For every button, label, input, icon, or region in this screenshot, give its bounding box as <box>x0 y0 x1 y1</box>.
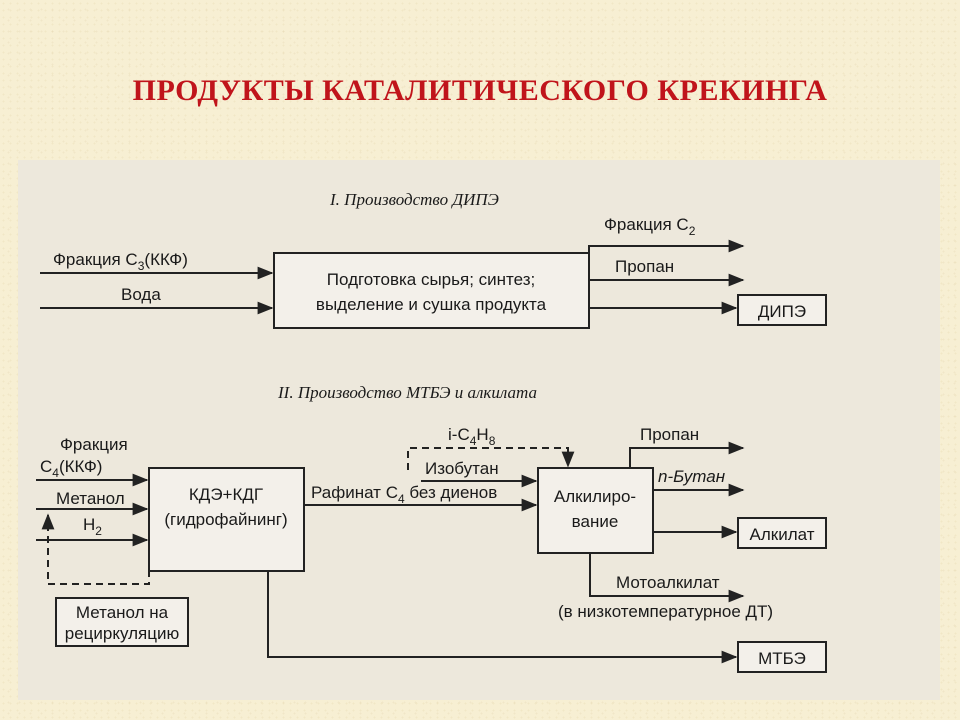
methanol-recycle-box <box>55 597 189 647</box>
alkylation-line1: Алкилиро- <box>554 487 636 506</box>
propane-label-1: Пропан <box>615 257 674 276</box>
n-butane-label: n-Бутан <box>658 467 726 486</box>
c4-fraction-label-line1: Фракция <box>60 435 128 454</box>
section2-title: II. Производство МТБЭ и алкилата <box>277 383 537 402</box>
c3-fraction-label: Фракция С3(ККФ) <box>53 250 188 273</box>
alkylate-box <box>737 517 827 549</box>
synthesis-process-line1: Подготовка сырья; синтез; <box>327 270 535 289</box>
c2-fraction-label: Фракция С2 <box>604 215 696 238</box>
methanol-recycle-arrow <box>41 513 150 585</box>
c2-fraction-arrow <box>588 239 745 253</box>
kde-kdg-line1: КДЭ+КДГ <box>189 485 263 504</box>
alkylation-box <box>537 467 654 554</box>
methanol-recycle-line1: Метанол на <box>76 603 169 622</box>
isobutylene-label: i-С4Н8 <box>448 425 496 448</box>
alkylate-label: Алкилат <box>750 525 815 544</box>
isobutylene-dashed-arrow <box>407 447 575 470</box>
isobutane-label: Изобутан <box>425 459 499 478</box>
kde-kdg-line2: (гидрофайнинг) <box>164 510 287 529</box>
water-label: Вода <box>121 285 161 304</box>
slide-title: ПРОДУКТЫ КАТАЛИТИЧЕСКОГО КРЕКИНГА <box>132 74 828 107</box>
kde-kdg-box <box>148 467 305 572</box>
motoalkylate-arrow <box>589 553 745 603</box>
dipe-box <box>737 294 827 326</box>
propane-arrow-2 <box>629 441 745 468</box>
mtbe-box <box>737 641 827 673</box>
process-flow-diagram: I. Производство ДИПЭ Фракция С3(ККФ) Вод… <box>36 190 827 673</box>
synthesis-process-line2: выделение и сушка продукта <box>316 295 547 314</box>
c4-fraction-label-line2: С4(ККФ) <box>40 457 102 480</box>
section1-title: I. Производство ДИПЭ <box>329 190 499 209</box>
propane-label-2: Пропан <box>640 425 699 444</box>
methanol-label: Метанол <box>56 489 125 508</box>
mtbe-label: МТБЭ <box>758 649 806 668</box>
synthesis-process-box <box>273 252 590 329</box>
dipe-label: ДИПЭ <box>758 302 806 321</box>
motoalkylate-label-line2: (в низкотемпературное ДТ) <box>558 602 773 621</box>
methanol-recycle-line2: рециркуляцию <box>65 624 180 643</box>
h2-label: Н2 <box>83 515 102 538</box>
mtbe-arrow <box>267 571 738 664</box>
diagram-scan: I. Производство ДИПЭ Фракция С3(ККФ) Вод… <box>18 160 940 700</box>
raffinate-label: Рафинат С4 без диенов <box>311 483 497 506</box>
motoalkylate-label-line1: Мотоалкилат <box>616 573 720 592</box>
alkylation-line2: вание <box>572 512 619 531</box>
